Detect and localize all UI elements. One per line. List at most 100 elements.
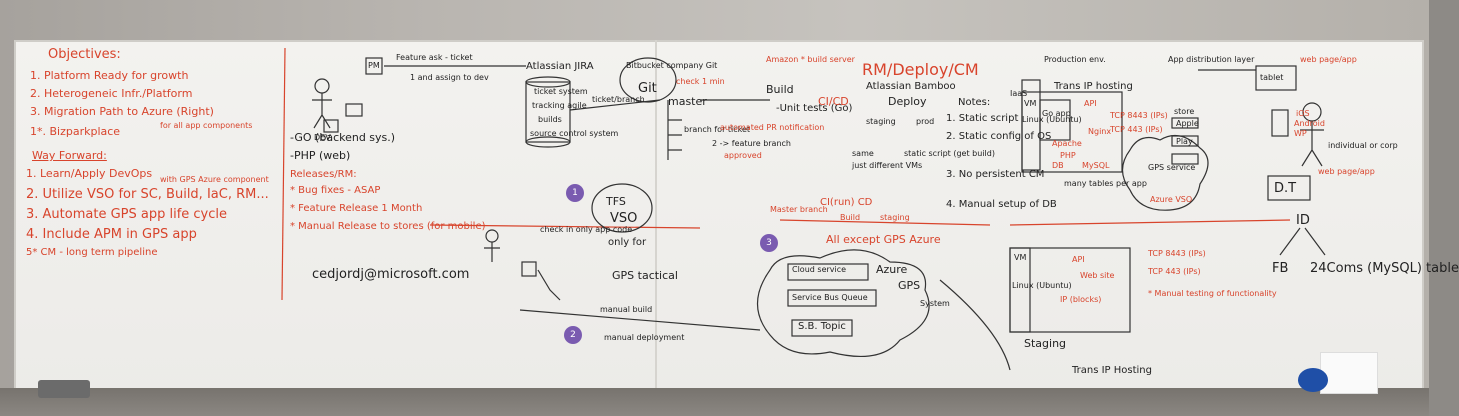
dev-go: -GO (backend sys.)	[290, 131, 396, 144]
check-label: check 1 min	[676, 77, 725, 86]
tcp-443: TCP 443 (IPs)	[1110, 125, 1163, 134]
iaas-label: IaaS	[1010, 89, 1028, 98]
check-in: check in only app code	[540, 225, 633, 234]
apple-store: Apple	[1176, 119, 1199, 128]
production-env-title: Production env.	[1044, 55, 1106, 64]
apache-label: Apache	[1052, 139, 1082, 148]
go-app: Go app	[1042, 109, 1071, 118]
deploy: Deploy	[888, 95, 927, 108]
cloud-service: Cloud service	[792, 265, 847, 274]
bamboo: Atlassian Bamboo	[866, 81, 956, 92]
app-distribution: App distribution layer	[1168, 55, 1255, 64]
bitbucket-label: Bitbucket company Git	[626, 61, 718, 70]
way-forward-item: 3. Automate GPS app life cycle	[26, 207, 228, 222]
staging-2: staging	[880, 213, 910, 222]
board-seam	[655, 40, 657, 398]
all-except: All except GPS Azure	[826, 233, 941, 246]
way-forward-item: 5* CM - long term pipeline	[26, 247, 158, 258]
rm-title: RM/Deploy/CM	[862, 60, 979, 79]
note-item: 2. Static config of OS	[946, 131, 1052, 142]
way-forward-item: 4. Include APM in GPS app	[26, 227, 197, 242]
unit-tests: -Unit tests (Go)	[776, 103, 853, 114]
jira-label: Atlassian JIRA	[526, 61, 594, 72]
system-label: System	[920, 299, 950, 308]
approved: approved	[724, 151, 762, 160]
git-label: Git	[638, 81, 657, 96]
dt-label: D.T	[1274, 181, 1297, 196]
service-bus: Service Bus Queue	[792, 293, 868, 302]
notes-title: Notes:	[958, 97, 991, 108]
nginx-label: Nginx	[1088, 127, 1112, 136]
ticket-branch: ticket/branch	[592, 95, 645, 104]
fb-label: FB	[1272, 261, 1289, 276]
ci-run-cd: CI(run) CD	[820, 197, 873, 208]
azure-label: Azure	[876, 263, 908, 276]
android: Android	[1294, 119, 1325, 128]
note-item: 1. Static script	[946, 113, 1019, 124]
api-label: API	[1084, 99, 1097, 108]
annotation-pin[interactable]: 2	[564, 326, 582, 344]
tablet: tablet	[1260, 73, 1284, 82]
jira-stack-item: ticket system	[534, 87, 588, 96]
store: store	[1174, 107, 1195, 116]
way-forward-item: 1. Learn/Apply DevOps	[26, 167, 153, 180]
dev-php: -PHP (web)	[290, 149, 351, 162]
magnet	[1298, 368, 1328, 392]
mysql-label: MySQL	[1082, 161, 1110, 170]
manual-testing: * Manual testing of functionality	[1148, 289, 1277, 298]
jira-stack-item: source control system	[530, 129, 619, 138]
build-label: Build	[766, 83, 794, 96]
dev-label: DEV	[314, 133, 331, 142]
ci-cd: CI/CD	[818, 95, 849, 108]
tcp-8443: TCP 8443 (IPs)	[1110, 111, 1168, 120]
sketch-lines	[281, 47, 1326, 371]
manual-build: manual build	[600, 305, 653, 314]
same: same	[852, 149, 874, 158]
release-item: * Manual Release to stores (for mobile)	[290, 221, 486, 232]
objective-item: 2. Heterogeneic Infr./Platform	[30, 87, 193, 100]
gps-label: GPS	[898, 279, 921, 292]
id-label: ID	[1296, 213, 1310, 228]
release-item: * Feature Release 1 Month	[290, 203, 423, 214]
branch-for-ticket: branch for ticket	[684, 125, 751, 134]
objective-item: 3. Migration Path to Azure (Right)	[30, 105, 214, 118]
amazon-build: Amazon * build server	[766, 55, 855, 64]
release-item: * Bug fixes - ASAP	[290, 185, 381, 196]
staging-linux: Linux (Ubuntu)	[1012, 281, 1072, 290]
note-item: 4. Manual setup of DB	[946, 199, 1057, 210]
play-store: Play	[1176, 137, 1193, 146]
vm-label: VM	[1024, 99, 1037, 108]
way-forward-note: with GPS Azure component	[160, 175, 269, 184]
pull-request: automated PR notification	[720, 123, 825, 132]
azure-vso: Azure VSO	[1150, 195, 1193, 204]
staging-tcp-8443: TCP 8443 (IPs)	[1148, 249, 1206, 258]
objectives-note: for all app components	[160, 121, 253, 130]
gps-tactical: GPS tactical	[612, 269, 678, 282]
just-different: just different VMs	[852, 161, 923, 170]
build-2: Build	[840, 213, 861, 222]
gps-service: GPS service	[1148, 163, 1196, 172]
php-label: PHP	[1060, 151, 1076, 160]
prod-label: prod	[916, 117, 935, 126]
web-page-app-2: web page/app	[1318, 167, 1375, 176]
linux-label: Linux (Ubuntu)	[1022, 115, 1082, 124]
static-script: static script (get build)	[904, 149, 995, 158]
24coms-label: 24Coms (MySQL) table	[1310, 261, 1459, 276]
staging-api: API	[1072, 255, 1085, 264]
annotation-pin[interactable]: 3	[760, 234, 778, 252]
feature-ask: Feature ask - ticket	[396, 53, 473, 62]
eraser	[38, 380, 90, 398]
trans-ip: Trans IP hosting	[1054, 81, 1133, 92]
vso-label: VSO	[610, 211, 638, 226]
pm-label: PM	[368, 61, 380, 70]
many-tables: many tables per app	[1064, 179, 1147, 188]
manual-deployment: manual deployment	[604, 333, 685, 342]
wp: WP	[1294, 129, 1307, 138]
feature-branch: 2 -> feature branch	[712, 139, 791, 148]
assign-dev: 1 and assign to dev	[410, 73, 489, 82]
note-item: 3. No persistent CM	[946, 169, 1045, 180]
email: cedjordj@microsoft.com	[312, 267, 470, 282]
sb-topic: S.B. Topic	[798, 321, 846, 332]
objective-item: 1*. Bizparkplace	[30, 125, 121, 138]
annotation-pin[interactable]: 1	[566, 184, 584, 202]
